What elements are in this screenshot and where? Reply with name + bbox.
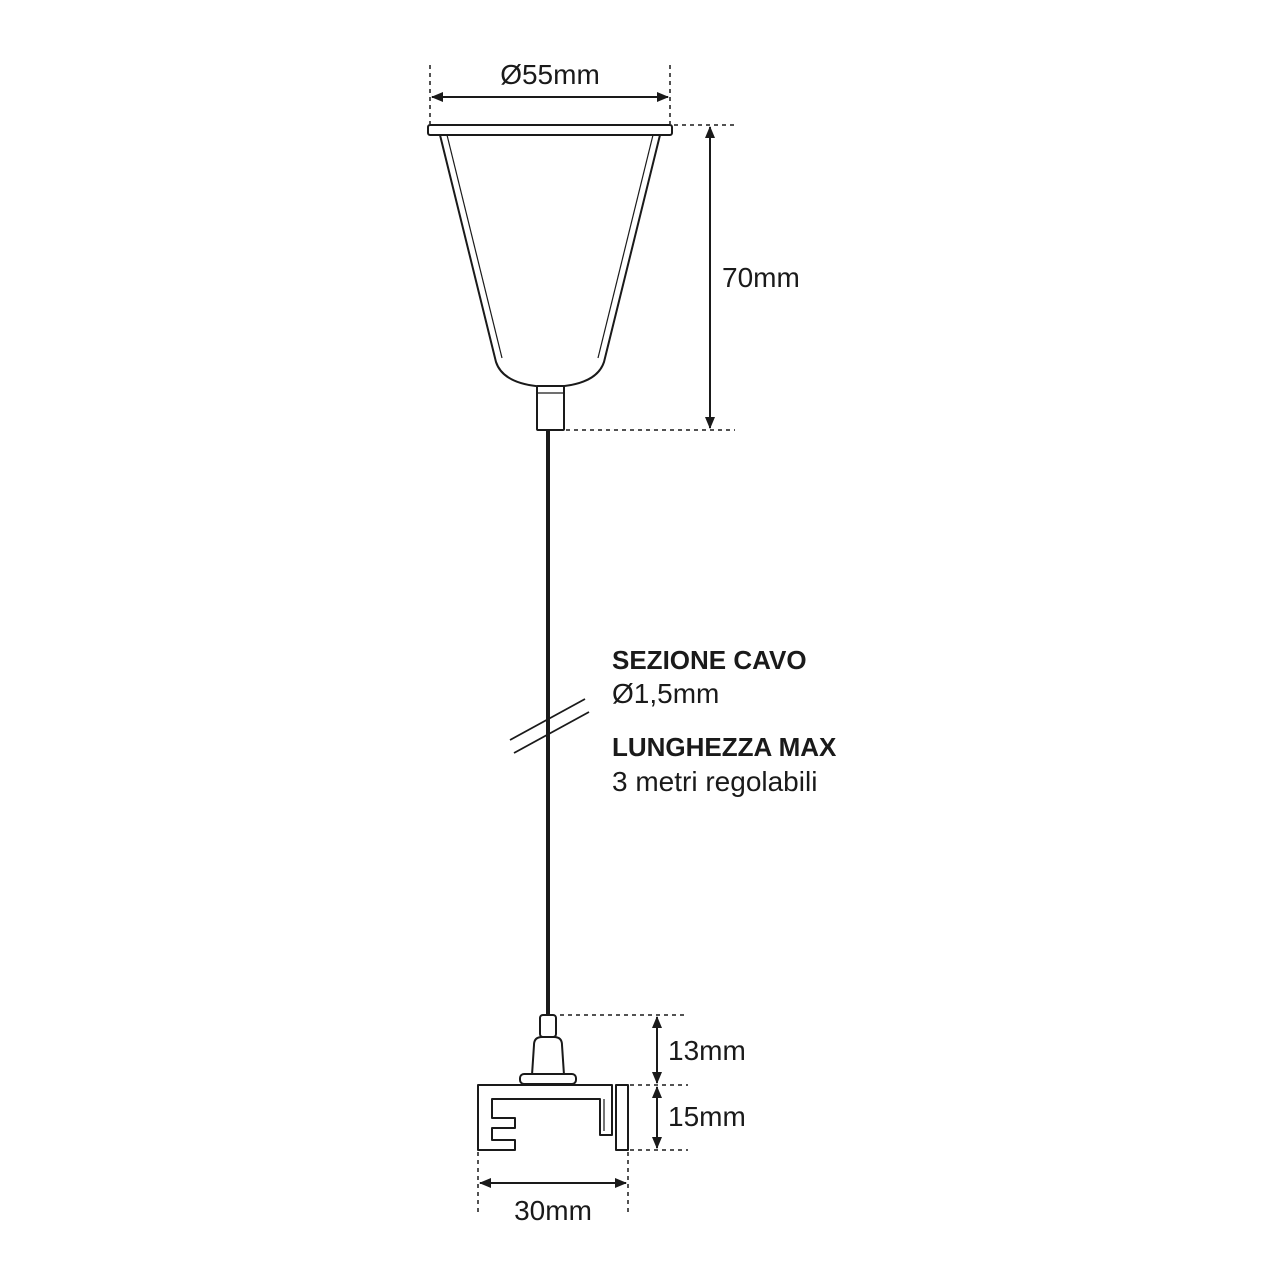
cable-connector	[519, 1014, 577, 1085]
connector-tip	[539, 1014, 557, 1038]
canopy-height-dimension: 70mm	[566, 124, 800, 431]
cable-length-title: LUNGHEZZA MAX	[612, 732, 837, 762]
cable-specs: SEZIONE CAVO Ø1,5mm LUNGHEZZA MAX 3 metr…	[612, 645, 837, 797]
ceiling-canopy	[427, 124, 673, 431]
adapter-height-label: 15mm	[668, 1101, 746, 1132]
canopy-diameter-dimension: Ø55mm	[429, 59, 671, 124]
canopy-wall-right	[597, 134, 654, 359]
cable-section-title: SEZIONE CAVO	[612, 645, 807, 675]
connector-height-label: 13mm	[668, 1035, 746, 1066]
suspension-cable	[509, 430, 590, 1016]
adapter-height-dimensions: 13mm 15mm	[560, 1014, 746, 1151]
canopy-wall-left	[446, 134, 503, 359]
track-adapter	[477, 1084, 629, 1151]
adapter-body	[477, 1084, 613, 1151]
canopy-height-label: 70mm	[722, 262, 800, 293]
canopy-plate	[427, 124, 673, 136]
cable-gland-top	[536, 385, 565, 431]
break-mark-2	[513, 711, 590, 754]
canopy-cone	[439, 134, 661, 388]
canopy-diameter-label: Ø55mm	[500, 59, 600, 90]
cable-section-value: Ø1,5mm	[612, 678, 719, 709]
connector-body	[531, 1036, 565, 1076]
break-mark-1	[509, 698, 586, 741]
adapter-width-label: 30mm	[514, 1195, 592, 1226]
cable-length-value: 3 metri regolabili	[612, 766, 817, 797]
adapter-width-dimension: 30mm	[477, 1152, 629, 1226]
connector-flange	[519, 1073, 577, 1085]
adapter-side-rail	[615, 1084, 629, 1151]
